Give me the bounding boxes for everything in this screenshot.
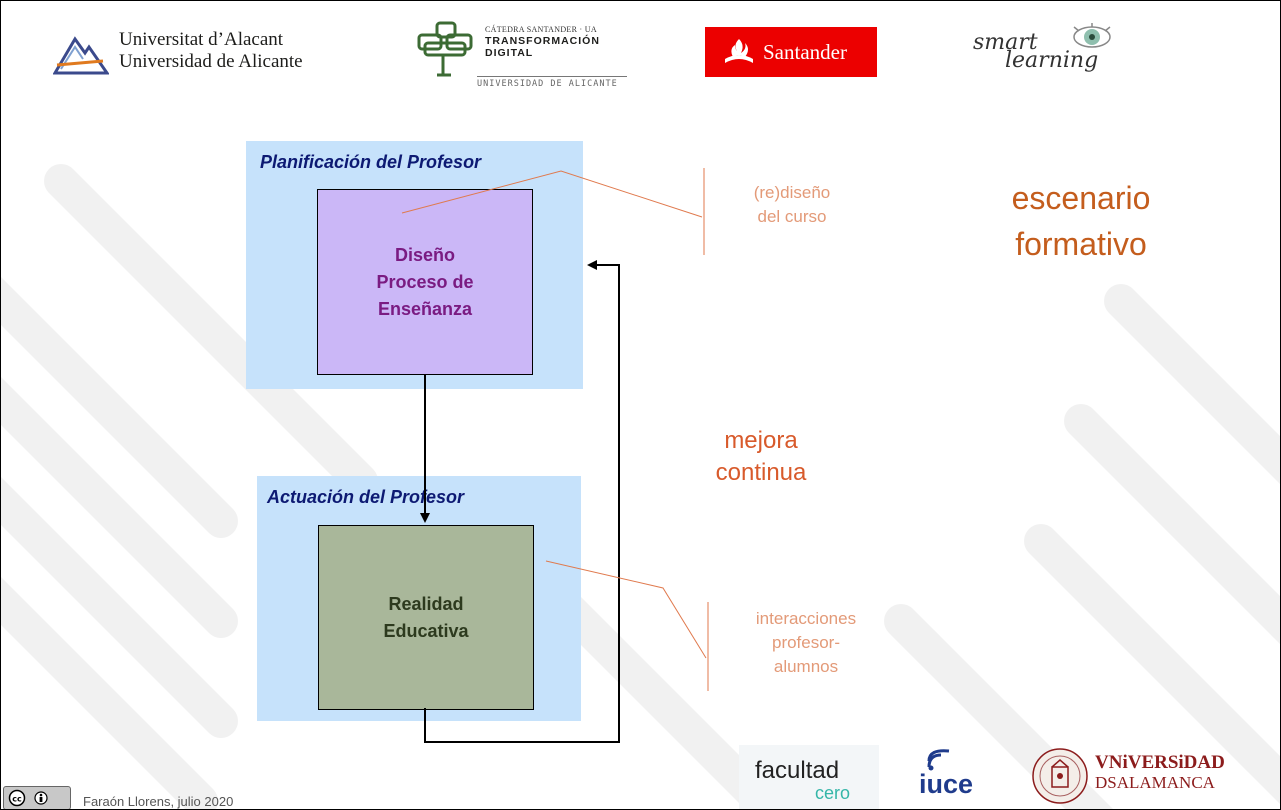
ua-logo-line2: Universidad de Alicante	[119, 51, 303, 72]
callout-top: (re)diseño del curso	[707, 181, 877, 229]
scenario-title: escenario formativo	[971, 175, 1191, 267]
reality-box-text: Realidad Educativa	[383, 591, 468, 645]
facultad-logo-line2: cero	[815, 783, 851, 803]
design-box-line2: Proceso de	[376, 271, 474, 292]
callout-top-line	[401, 170, 703, 218]
loop-label-line1: mejora	[724, 427, 798, 454]
smart-learning-logo: smart learning	[969, 21, 1129, 85]
scenario-title-line1: escenario	[1011, 180, 1151, 216]
catedra-line4: UNIVERSIDAD DE ALICANTE	[477, 79, 618, 89]
smart-logo-line1: smart	[973, 30, 1038, 55]
signal-icon	[927, 749, 950, 771]
usal-logo: VNiVERSiDAD DSALAMANCA	[1031, 745, 1257, 807]
cc-license-badge: cc	[3, 786, 71, 809]
design-box-line1: Diseño	[394, 244, 455, 265]
reality-box-line2: Educativa	[383, 620, 469, 641]
university-seal-icon	[1032, 748, 1088, 804]
iuce-logo: iuce	[917, 749, 997, 805]
action-panel-label: Actuación del Profesor	[267, 487, 465, 507]
facultad-logo-line1: facultad	[755, 757, 840, 784]
iuce-logo-text: iuce	[919, 769, 974, 799]
smart-logo-line2: learning	[1005, 48, 1099, 73]
loop-label: mejora continua	[691, 425, 831, 489]
usal-logo-line2: DSALAMANCA	[1095, 773, 1215, 792]
ua-logo-text: Universitat d’Alacant Universidad de Ali…	[119, 29, 303, 73]
santander-text: Santander	[763, 40, 847, 64]
catedra-line1: CÁTEDRA SANTANDER · UA	[485, 25, 597, 34]
feedback-loop-arrow	[424, 260, 620, 743]
svg-text:cc: cc	[12, 795, 22, 804]
facultad-cero-logo: facultad cero	[739, 745, 879, 809]
mountain-icon	[53, 36, 109, 75]
callout-bottom-line1: interacciones	[755, 609, 857, 628]
tree-icon	[417, 21, 473, 77]
catedra-line3: DIGITAL	[485, 47, 534, 59]
scenario-title-line2: formativo	[1015, 226, 1147, 262]
reality-box: Realidad Educativa	[318, 525, 534, 710]
callout-bottom: interacciones profesor- alumnos	[711, 607, 901, 679]
callout-bottom-line2: profesor-	[771, 633, 841, 652]
flame-icon	[725, 39, 753, 63]
usal-logo-line1: VNiVERSiDAD	[1095, 752, 1225, 773]
design-box-line3: Enseñanza	[377, 298, 473, 319]
ua-logo-line1: Universitat d’Alacant	[119, 29, 284, 50]
ua-logo: Universitat d’Alacant Universidad de Ali…	[53, 29, 353, 81]
callout-bottom-line3: alumnos	[773, 657, 839, 676]
callout-bottom-line	[545, 560, 707, 659]
callout-top-line2: del curso	[757, 207, 827, 226]
eye-icon	[1073, 23, 1111, 48]
planning-panel-label: Planificación del Profesor	[260, 152, 482, 172]
catedra-logo: CÁTEDRA SANTANDER · UA TRANSFORMACIÓN DI…	[411, 19, 641, 97]
santander-logo: Santander	[705, 27, 877, 77]
loop-label-line2: continua	[715, 459, 807, 486]
creative-commons-icon: cc	[8, 789, 48, 807]
catedra-rule	[477, 76, 627, 77]
design-box: Diseño Proceso de Enseñanza	[317, 189, 533, 375]
design-box-text: Diseño Proceso de Enseñanza	[376, 242, 473, 323]
catedra-line2: TRANSFORMACIÓN	[485, 35, 600, 47]
author-credit: Faraón Llorens, julio 2020	[83, 794, 234, 809]
callout-top-line1: (re)diseño	[753, 183, 831, 202]
reality-box-line1: Realidad	[388, 593, 464, 614]
